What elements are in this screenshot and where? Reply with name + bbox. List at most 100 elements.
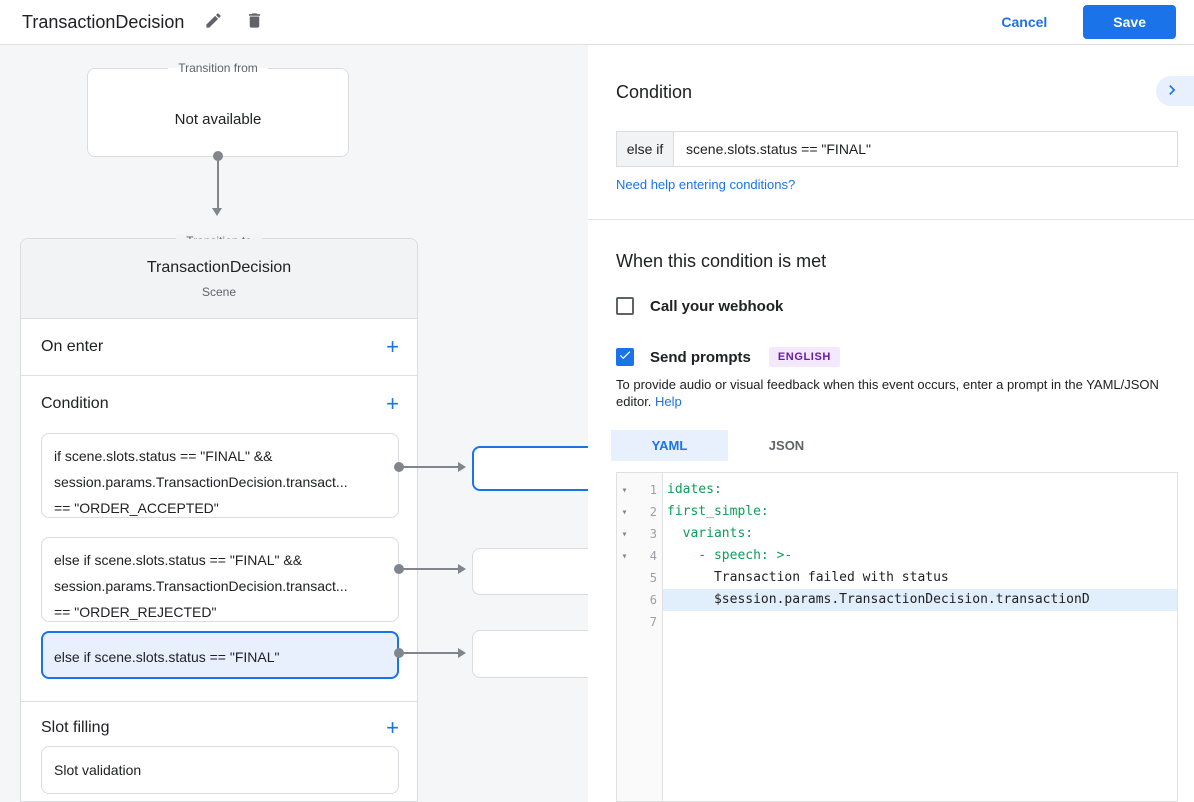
condition-prefix: else if: [616, 131, 673, 167]
connector-line: [402, 466, 458, 468]
page-title: TransactionDecision: [22, 11, 185, 32]
line-number: 1: [649, 483, 657, 497]
code-text: $session.params.TransactionDecision.tran…: [663, 589, 1177, 611]
connector-line: [217, 156, 219, 208]
editor-line: ▾3 variants:: [617, 523, 1177, 545]
prompt-description-text: To provide audio or visual feedback when…: [616, 377, 1159, 409]
help-link[interactable]: Help: [655, 394, 682, 409]
condition-text: == "ORDER_ACCEPTED": [54, 500, 219, 516]
line-number: 3: [649, 527, 657, 541]
condition-help-link[interactable]: Need help entering conditions?: [616, 177, 796, 192]
condition-text: if scene.slots.status == "FINAL" &&: [54, 448, 273, 464]
editor-gutter: [617, 473, 663, 801]
editor-line: 7: [617, 611, 1177, 633]
transition-target-box[interactable]: [472, 548, 588, 595]
connector-line: [402, 652, 458, 654]
send-prompts-checkbox[interactable]: [616, 348, 634, 366]
editor-format-tabs: YAML JSON: [611, 430, 845, 461]
when-met-heading: When this condition is met: [616, 251, 827, 271]
editor-line: ▾ 4 - speech: >-: [617, 545, 1177, 567]
condition-text: session.params.TransactionDecision.trans…: [54, 474, 348, 490]
plus-icon: +: [386, 334, 399, 359]
section-divider: [21, 701, 417, 702]
line-number: 2: [649, 505, 657, 519]
connector-line: [402, 568, 458, 570]
editor-line-highlighted: 6 $session.params.TransactionDecision.tr…: [617, 589, 1177, 611]
webhook-label: Call your webhook: [650, 297, 784, 315]
transition-target-box[interactable]: [472, 446, 588, 491]
connector-dot: [394, 564, 404, 574]
slot-validation-item[interactable]: Slot validation: [41, 746, 399, 794]
send-prompts-row: Send prompts ENGLISH: [616, 347, 840, 367]
webhook-checkbox[interactable]: [616, 297, 634, 315]
panel-condition-heading: Condition: [616, 82, 693, 102]
fold-arrow-icon[interactable]: ▾: [621, 550, 628, 562]
transition-from-legend: Transition from: [178, 61, 258, 75]
condition-text: else if scene.slots.status == "FINAL": [54, 649, 280, 665]
plus-icon: +: [386, 715, 399, 740]
collapse-panel-button[interactable]: [1156, 76, 1194, 106]
transition-to-header[interactable]: TransactionDecision Scene: [21, 239, 417, 319]
prompt-description: To provide audio or visual feedback when…: [616, 376, 1168, 410]
code-text: idates:: [667, 482, 722, 497]
fold-arrow-icon[interactable]: ▾: [621, 506, 628, 518]
language-badge: ENGLISH: [768, 347, 840, 367]
add-condition-button[interactable]: +: [384, 391, 401, 416]
checkmark-icon: [618, 348, 632, 367]
line-number: 6: [649, 593, 657, 607]
add-slot-button[interactable]: +: [384, 715, 401, 740]
condition-item-order-accepted[interactable]: if scene.slots.status == "FINAL" && sess…: [41, 433, 399, 518]
code-text: - speech: >-: [667, 548, 793, 563]
line-number: 5: [649, 571, 657, 585]
yaml-editor[interactable]: ▾1 idates: ▾2 first_simple: ▾3 variants:…: [616, 472, 1178, 802]
slot-filling-row: Slot filling +: [21, 703, 417, 753]
on-enter-row[interactable]: On enter +: [21, 319, 417, 375]
slot-validation-label: Slot validation: [54, 762, 142, 778]
condition-expression-input[interactable]: [673, 131, 1178, 167]
top-bar: TransactionDecision Cancel Save: [0, 0, 1194, 45]
connector-dot: [394, 462, 404, 472]
add-on-enter-button[interactable]: +: [384, 334, 401, 359]
arrow-down-icon: [212, 208, 222, 216]
save-button[interactable]: Save: [1083, 5, 1176, 39]
code-text: first_simple:: [667, 504, 769, 519]
editor-rows: ▾1 idates: ▾2 first_simple: ▾3 variants:…: [617, 479, 1177, 633]
editor-line: ▾ 1 idates:: [617, 479, 1177, 501]
chevron-right-icon: [1162, 80, 1182, 103]
arrow-right-icon: [458, 648, 466, 658]
transition-target-box[interactable]: [472, 630, 588, 678]
fold-arrow-icon[interactable]: ▾: [621, 528, 628, 540]
delete-scene-button[interactable]: [241, 7, 268, 37]
condition-text: == "ORDER_REJECTED": [54, 604, 217, 620]
condition-text: else if scene.slots.status == "FINAL" &&: [54, 552, 303, 568]
cancel-button[interactable]: Cancel: [1001, 14, 1048, 30]
scene-name: TransactionDecision: [146, 259, 292, 276]
transition-to-card: Transition to TransactionDecision Scene …: [20, 234, 418, 802]
line-number: 4: [649, 549, 657, 563]
editor-line: ▾ 2 first_simple:: [617, 501, 1177, 523]
condition-item-final-selected[interactable]: else if scene.slots.status == "FINAL": [41, 631, 399, 679]
scene-type-label: Scene: [201, 285, 237, 299]
scene-diagram: Transition from Not available Transition…: [0, 45, 588, 802]
code-text: [663, 611, 1177, 633]
plus-icon: +: [386, 391, 399, 416]
panel-divider: [588, 219, 1194, 220]
fold-arrow-icon[interactable]: ▾: [621, 484, 628, 496]
section-divider: [21, 375, 417, 376]
webhook-row: Call your webhook: [616, 297, 783, 315]
condition-item-order-rejected[interactable]: else if scene.slots.status == "FINAL" &&…: [41, 537, 399, 622]
on-enter-label: On enter: [41, 338, 104, 355]
tab-yaml[interactable]: YAML: [611, 430, 728, 461]
transition-from-box: Transition from Not available: [87, 61, 349, 157]
condition-input-row: else if: [616, 131, 1178, 167]
arrow-right-icon: [458, 462, 466, 472]
line-number: 7: [649, 615, 657, 629]
edit-title-button[interactable]: [200, 7, 227, 37]
arrow-right-icon: [458, 564, 466, 574]
trash-icon: [245, 11, 264, 33]
editor-line: 5 Transaction failed with status: [617, 567, 1177, 589]
tab-json[interactable]: JSON: [728, 430, 845, 461]
transition-from-value: Not available: [174, 111, 262, 128]
send-prompts-label: Send prompts: [650, 348, 751, 366]
